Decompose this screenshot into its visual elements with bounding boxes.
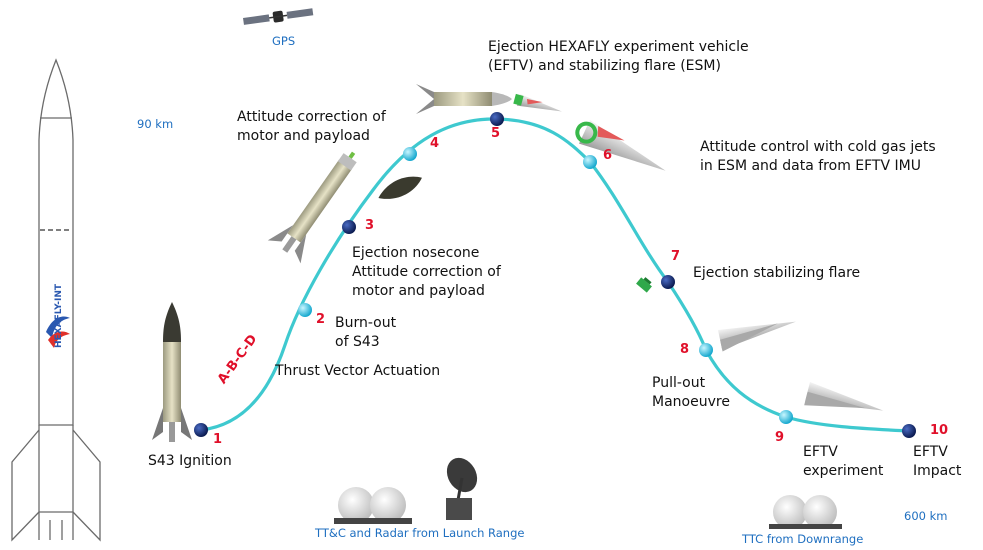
event-marker-7 (661, 275, 675, 289)
ejection-flare-label: Ejection stabilizing flare (693, 265, 861, 281)
event-number-1: 1 (213, 432, 223, 447)
eftv-vehicle-icon (575, 120, 666, 171)
downrange-station-label: TTC from Downrange (742, 532, 864, 546)
event-number-8: 8 (680, 342, 690, 357)
event-marker-5 (490, 112, 504, 126)
eftv-vehicle-icon (804, 382, 884, 411)
event-number-3: 3 (365, 218, 375, 233)
event-number-4: 4 (430, 136, 440, 151)
thrust-vector-label: Thrust Vector Actuation (275, 363, 441, 379)
payload-stack-icon (416, 84, 512, 114)
event-number-10: 10 (930, 423, 949, 438)
nosecone-icon (378, 176, 422, 199)
stabilizing-flare-icon (636, 277, 652, 293)
event-number-2: 2 (316, 312, 326, 327)
ejection-eftv-label: Ejection HEXAFLY experiment vehicle(EFTV… (488, 39, 749, 74)
radome-icon (334, 487, 412, 524)
eftv-vehicle-icon (718, 321, 796, 352)
radar-dish-icon (446, 457, 478, 520)
event-marker-1 (194, 423, 208, 437)
event-number-6: 6 (603, 148, 613, 163)
logo-text: HEXAFLY-INT (54, 283, 64, 348)
event-number-5: 5 (491, 126, 501, 141)
event-marker-8 (699, 343, 713, 357)
altitude-label: 90 km (137, 117, 174, 131)
range-label: 600 km (904, 509, 948, 523)
launch-range-station-label: TT&C and Radar from Launch Range (315, 526, 525, 540)
event-marker-10 (902, 424, 916, 438)
event-number-7: 7 (671, 249, 681, 264)
satellite-icon (243, 8, 314, 25)
rocket-outline-icon (11, 58, 101, 542)
gps-label: GPS (272, 34, 296, 48)
hexafly-logo (46, 316, 70, 348)
radome-icon (769, 495, 842, 529)
event-marker-3 (342, 220, 356, 234)
s43-rocket-icon (152, 302, 192, 442)
event-marker-4 (403, 147, 417, 161)
event-number-9: 9 (775, 430, 785, 445)
event-marker-9 (779, 410, 793, 424)
event-marker-2 (298, 303, 312, 317)
s43-ignition-label: S43 Ignition (148, 453, 232, 469)
eftv-vehicle-icon (513, 93, 562, 112)
event-marker-6 (583, 155, 597, 169)
payload-stack-icon (267, 151, 357, 264)
